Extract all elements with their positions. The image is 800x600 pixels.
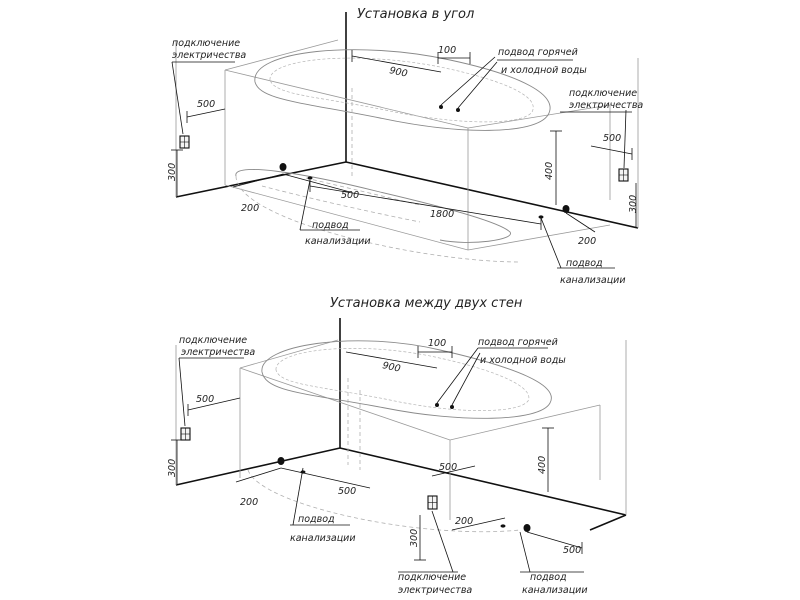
walls-electric-label-1: подключение <box>179 335 247 346</box>
walls-electric-label-2: электричества <box>181 347 255 358</box>
corner-title: Установка в угол <box>357 7 474 22</box>
walls-electric-socket-bottom <box>427 495 438 510</box>
walls-dim-500-left: 500 <box>196 394 214 405</box>
walls-electric-bottom-label-2: электричества <box>398 585 472 596</box>
corner-electric-label-2: электричества <box>172 50 246 61</box>
corner-leader-lines <box>171 56 632 269</box>
corner-dimension-lines <box>171 50 637 233</box>
corner-electric-socket-left <box>179 135 190 149</box>
corner-sewer-label-1: подвод <box>312 220 349 231</box>
walls-dimension-values: 100 900 500 300 200 500 500 400 200 300 … <box>167 338 581 556</box>
walls-dim-500-right: 500 <box>563 545 581 556</box>
corner-electric-socket-right <box>618 168 629 182</box>
corner-dim-400: 400 <box>544 162 555 180</box>
walls-dim-300-mid: 300 <box>409 529 420 547</box>
walls-electric-socket-left <box>180 427 191 441</box>
corner-dim-300-left: 300 <box>167 163 178 181</box>
between-walls-installation-view: Установка между двух стен <box>167 296 627 596</box>
walls-bathtub <box>239 339 601 533</box>
walls-labels: подключение электричества подвод горячей… <box>179 335 588 596</box>
corner-dim-1800: 1800 <box>430 209 454 220</box>
corner-sewer-right-label-1: подвод <box>566 258 603 269</box>
corner-installation-view: Установка в угол <box>167 7 643 286</box>
walls-dim-300-left: 300 <box>167 459 178 477</box>
corner-electric-right-label-1: подключение <box>569 88 637 99</box>
walls-dim-900: 900 <box>381 360 401 375</box>
walls-dim-200-mid: 200 <box>455 516 473 527</box>
corner-dim-300-right: 300 <box>628 195 639 213</box>
corner-drain-left <box>279 163 313 180</box>
corner-water-pipes <box>439 105 460 112</box>
walls-dim-400: 400 <box>537 456 548 474</box>
corner-electric-right-label-2: электричества <box>569 100 643 111</box>
walls-sewer-bottom-label-1: подвод <box>530 572 567 583</box>
corner-dim-100: 100 <box>438 45 456 56</box>
walls-dim-500-mid: 500 <box>439 462 457 473</box>
corner-walls <box>175 12 639 229</box>
corner-water-label-1: подвод горячей <box>498 47 578 58</box>
corner-dim-500-right: 500 <box>603 133 621 144</box>
corner-dim-200-left: 200 <box>241 203 259 214</box>
corner-dim-200-right: 200 <box>578 236 596 247</box>
walls-drain-bottom <box>500 524 531 532</box>
corner-dimension-values: 100 900 500 300 200 500 1800 400 500 300… <box>167 45 639 247</box>
walls-dim-500-floor: 500 <box>338 486 356 497</box>
corner-sewer-label-2: канализации <box>305 236 371 247</box>
walls-sewer-label-2: канализации <box>290 533 356 544</box>
walls-sewer-bottom-label-2: канализации <box>522 585 588 596</box>
walls-dim-100: 100 <box>428 338 446 349</box>
corner-drain-right <box>538 205 570 219</box>
corner-dim-500-left: 500 <box>197 99 215 110</box>
walls-walls <box>175 318 627 531</box>
walls-sewer-label-1: подвод <box>298 514 335 525</box>
walls-dimension-lines <box>171 346 583 561</box>
walls-title: Установка между двух стен <box>330 296 523 311</box>
corner-electric-label-1: подключение <box>172 38 240 49</box>
corner-dim-900: 900 <box>388 65 408 80</box>
walls-dim-200-left: 200 <box>240 497 258 508</box>
corner-dim-500-floor: 500 <box>341 190 359 201</box>
corner-bathtub <box>224 39 611 263</box>
corner-sewer-right-label-2: канализации <box>560 275 626 286</box>
walls-electric-bottom-label-1: подключение <box>398 572 466 583</box>
walls-leader-lines <box>178 347 584 573</box>
walls-water-label-2: и холодной воды <box>480 355 566 366</box>
corner-labels: подключение электричества подвод горячей… <box>172 38 643 286</box>
walls-water-label-1: подвод горячей <box>478 337 558 348</box>
corner-water-label-2: и холодной воды <box>501 65 587 76</box>
walls-water-pipes <box>435 403 454 409</box>
